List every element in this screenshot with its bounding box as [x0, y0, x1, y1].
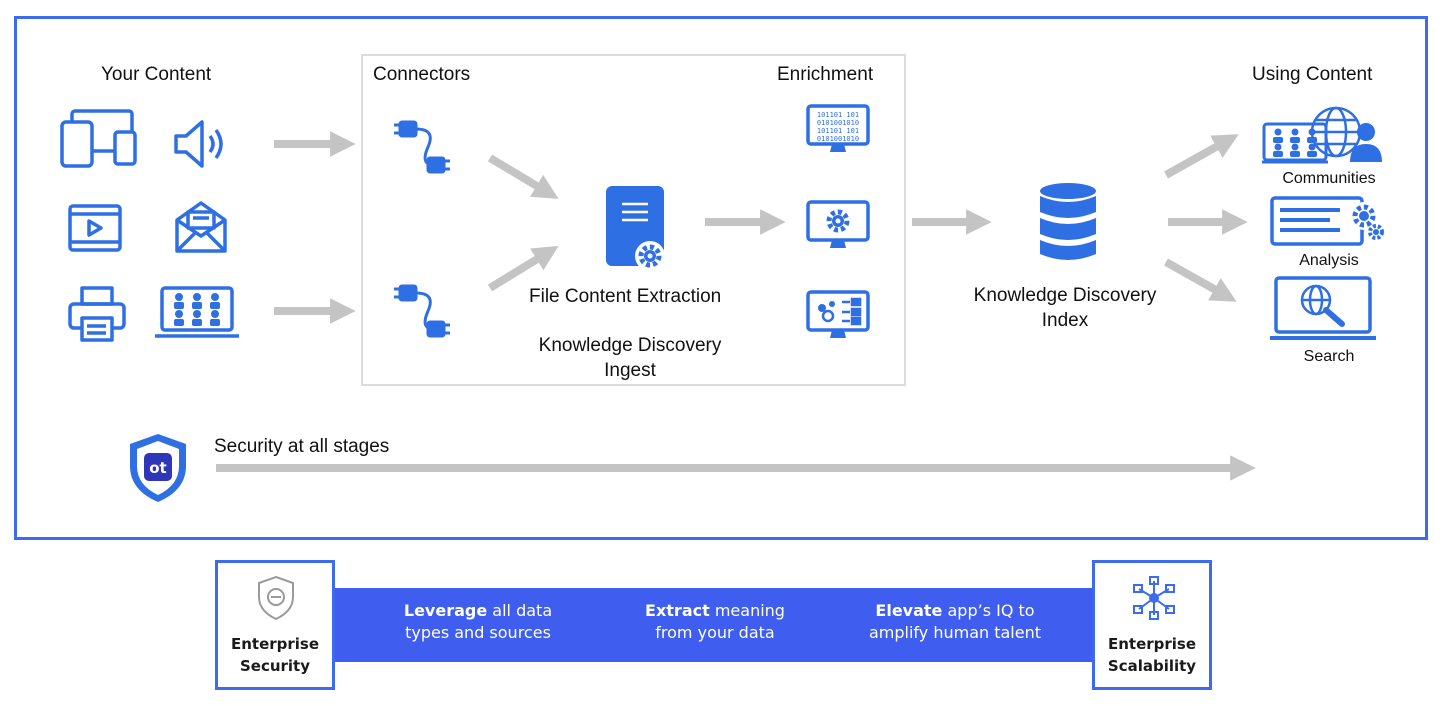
index-title: Knowledge Discovery Index	[950, 283, 1180, 333]
devices-icon	[60, 109, 137, 168]
leverage-line2: types and sources	[405, 623, 551, 642]
svg-text:101101 101: 101101 101	[817, 111, 859, 119]
email-icon	[175, 201, 227, 253]
svg-text:0101001010: 0101001010	[817, 135, 859, 143]
extract-rest: meaning	[714, 601, 785, 620]
extract-line2: from your data	[655, 623, 775, 642]
binary-monitor-icon: 101101 101 0101001010 101101 101 0101001…	[806, 104, 870, 152]
leverage-statement: Leverage all data types and sources	[372, 600, 584, 644]
enterprise-scalability-text: Enterprise Scalability	[1095, 633, 1209, 677]
ingest-title-line1: Knowledge Discovery	[538, 335, 722, 356]
analysis-label: Analysis	[1299, 252, 1359, 269]
your-content-heading: Your Content	[101, 64, 212, 85]
index-title-line2: Index	[1041, 310, 1089, 331]
enterprise-scalability-line1: Enterprise	[1107, 635, 1197, 653]
enterprise-scalability-box: Enterprise Scalability	[1092, 560, 1212, 690]
video-icon	[68, 204, 122, 252]
ingest-title-line2: Ingest	[604, 360, 656, 381]
svg-text:0101001010: 0101001010	[817, 119, 859, 127]
diagram-frame	[14, 16, 1428, 540]
connector-cable-icon	[394, 284, 450, 338]
using-content-heading: Using Content	[1252, 64, 1373, 85]
leverage-bold: Leverage	[403, 601, 488, 620]
search-laptop-icon	[1270, 276, 1376, 340]
security-shield-icon: ot	[130, 434, 186, 502]
security-label: Security at all stages	[214, 436, 390, 457]
speaker-icon	[174, 120, 223, 168]
arrow-index-to-communities	[1164, 134, 1239, 179]
value-band	[333, 588, 1097, 662]
search-label: Search	[1303, 348, 1355, 365]
file-content-extraction-label: File Content Extraction	[529, 286, 722, 307]
leverage-rest: all data	[492, 601, 553, 620]
security-logo-text: ot	[149, 459, 166, 477]
elevate-bold: Elevate	[875, 601, 943, 620]
elevate-statement: Elevate app’s IQ to amplify human talent	[840, 600, 1070, 644]
database-icon	[1040, 183, 1096, 260]
meeting-laptop-icon	[155, 286, 239, 338]
index-title-line1: Knowledge Discovery	[973, 285, 1157, 306]
enterprise-security-text: Enterprise Security	[218, 633, 332, 677]
connector-cable-icon	[394, 120, 450, 174]
enterprise-security-line2: Security	[239, 657, 311, 675]
enterprise-scalability-line2: Scalability	[1107, 657, 1197, 675]
communities-label: Communities	[1282, 170, 1376, 187]
communities-icon	[1262, 106, 1382, 164]
ingest-title: Knowledge Discovery Ingest	[510, 333, 750, 383]
extract-bold: Extract	[645, 601, 710, 620]
gear-monitor-icon	[806, 200, 870, 248]
svg-text:101101 101: 101101 101	[817, 127, 859, 135]
extract-statement: Extract meaning from your data	[610, 600, 820, 644]
arrow-connector-top-to-extraction	[487, 154, 559, 199]
enterprise-security-box: Enterprise Security	[215, 560, 335, 690]
analysis-icon	[1270, 196, 1384, 246]
arrow-connector-bottom-to-extraction	[487, 245, 559, 292]
ingest-box	[361, 54, 906, 386]
elevate-rest: app’s IQ to	[947, 601, 1035, 620]
analytics-monitor-icon	[806, 290, 870, 338]
connectors-heading: Connectors	[373, 64, 471, 85]
arrow-index-to-search	[1164, 258, 1237, 302]
network-nodes-icon	[1133, 576, 1175, 620]
document-gear-icon	[606, 186, 665, 271]
enrichment-heading: Enrichment	[777, 64, 874, 85]
enterprise-security-line1: Enterprise	[230, 635, 320, 653]
printer-icon	[68, 286, 126, 342]
shield-minus-icon	[258, 575, 294, 621]
elevate-line2: amplify human talent	[868, 623, 1042, 642]
